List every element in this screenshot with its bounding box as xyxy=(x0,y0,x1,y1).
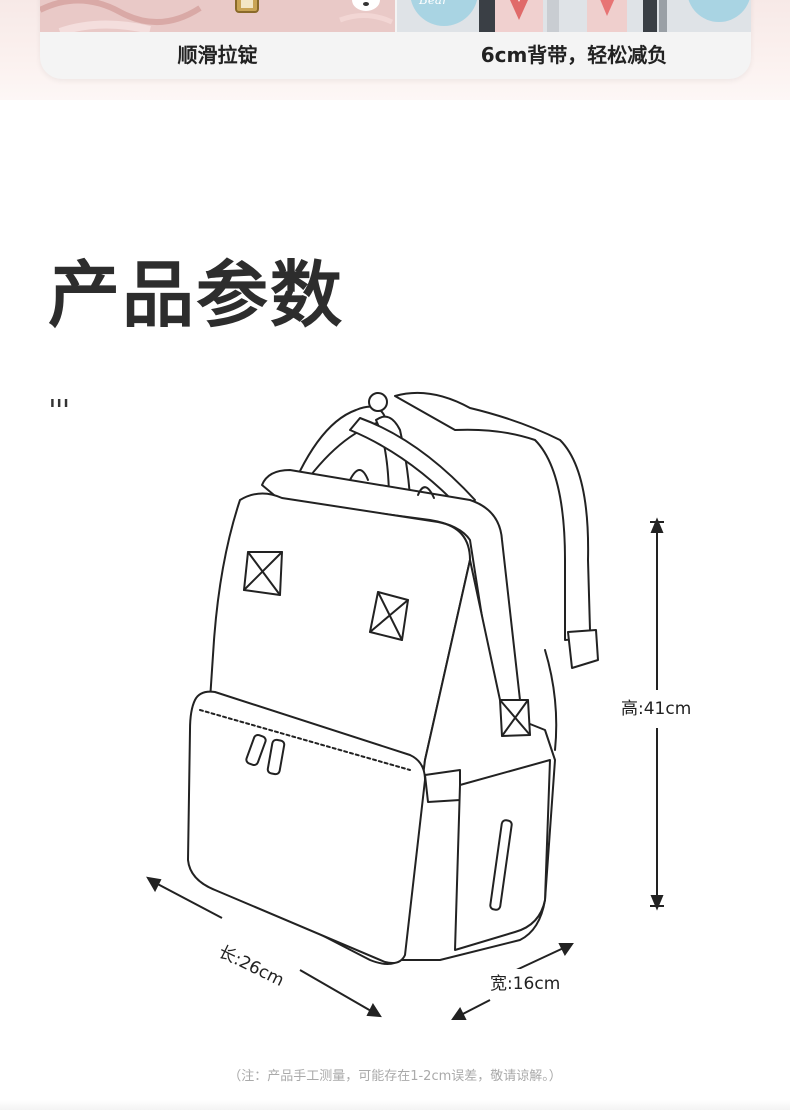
section-mark: ııı xyxy=(50,395,71,411)
dimension-height-label: 高:41cm xyxy=(618,694,695,719)
strap-photo: Polar Bear Bear xyxy=(397,0,751,32)
strap-buckle xyxy=(567,629,599,669)
side-pocket xyxy=(424,769,461,803)
measurement-footnote: （注：产品手工测量，可能存在1-2cm误差，敬请谅解。） xyxy=(228,1069,562,1084)
dimension-depth-label: 宽:16cm xyxy=(487,969,564,994)
zipper-photo xyxy=(40,0,395,32)
feature-card: Polar Bear Bear 顺滑拉锭 6cm背带，轻松减负 xyxy=(40,0,751,79)
backpack-drawing xyxy=(146,391,664,1020)
bottom-fade xyxy=(0,1100,790,1110)
strap-photo-graphic: Polar Bear Bear xyxy=(397,0,751,32)
section-title: 产品参数 xyxy=(48,253,345,337)
feature-caption-zipper: 顺滑拉锭 xyxy=(177,43,258,67)
strap-logo-text-left-2: Bear xyxy=(418,0,449,7)
feature-caption-strap: 6cm背带，轻松减负 xyxy=(480,43,668,67)
strap-logo-text-right: Bear xyxy=(694,0,725,3)
zipper-photo-graphic xyxy=(40,0,395,32)
